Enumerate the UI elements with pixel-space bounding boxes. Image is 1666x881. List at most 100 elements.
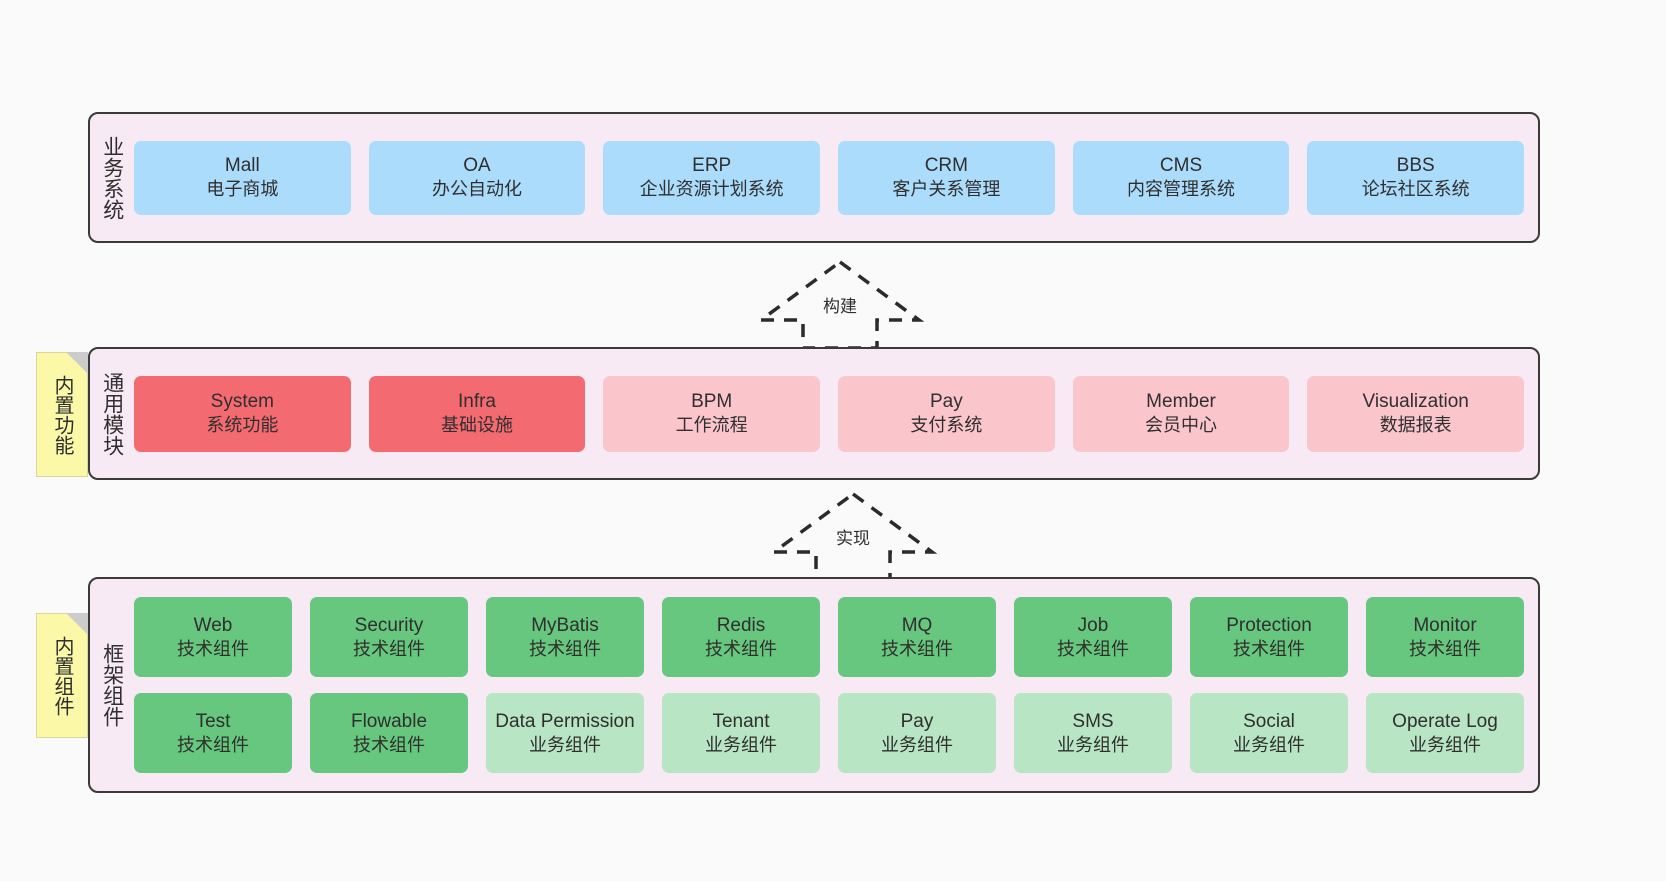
cell-row: Test 技术组件 Flowable 技术组件 Data Permission … <box>134 693 1524 773</box>
note-builtin-components: 内置组件 <box>36 613 88 738</box>
component-card-mybatis[interactable]: MyBatis 技术组件 <box>486 597 644 677</box>
component-card-sms[interactable]: SMS 业务组件 <box>1014 693 1172 773</box>
component-card-flowable[interactable]: Flowable 技术组件 <box>310 693 468 773</box>
layer-title-common: 通用模块 <box>100 371 124 456</box>
component-name: Redis <box>716 614 766 636</box>
component-name: Job <box>1077 614 1109 636</box>
module-desc: 系统功能 <box>206 415 279 436</box>
module-name: CMS <box>1159 155 1203 177</box>
component-card-pay[interactable]: Pay 业务组件 <box>838 693 996 773</box>
component-name: MQ <box>901 614 933 636</box>
cell-row: System 系统功能 Infra 基础设施 BPM 工作流程 Pay 支付系统… <box>134 375 1525 452</box>
module-desc: 数据报表 <box>1379 415 1452 436</box>
module-card-system[interactable]: System 系统功能 <box>134 375 351 452</box>
component-card-redis[interactable]: Redis 技术组件 <box>662 597 820 677</box>
cell-row: Mall 电子商城 OA 办公自动化 ERP 企业资源计划系统 CRM 客户关系… <box>134 140 1525 215</box>
component-name: Operate Log <box>1392 710 1498 732</box>
component-desc: 业务组件 <box>1057 734 1129 755</box>
component-name: MyBatis <box>531 614 599 636</box>
component-name: SMS <box>1072 710 1114 732</box>
module-desc: 电子商城 <box>206 179 279 200</box>
component-desc: 技术组件 <box>1057 638 1129 659</box>
note-label: 内置功能 <box>51 374 73 455</box>
component-card-operate-log[interactable]: Operate Log 业务组件 <box>1366 693 1524 773</box>
component-desc: 技术组件 <box>529 638 601 659</box>
component-card-data-permission[interactable]: Data Permission 业务组件 <box>486 693 644 773</box>
module-desc: 企业资源计划系统 <box>639 179 784 200</box>
module-card-member[interactable]: Member 会员中心 <box>1072 375 1290 452</box>
module-desc: 工作流程 <box>675 415 748 436</box>
component-card-protection[interactable]: Protection 技术组件 <box>1190 597 1348 677</box>
component-desc: 技术组件 <box>177 734 249 755</box>
module-name: OA <box>463 155 491 177</box>
module-name: Mall <box>224 155 260 177</box>
module-desc: 基础设施 <box>441 415 513 436</box>
module-card-cms[interactable]: CMS 内容管理系统 <box>1072 140 1290 215</box>
cell-row: Web 技术组件 Security 技术组件 MyBatis 技术组件 Redi… <box>134 597 1524 677</box>
component-name: Security <box>354 614 424 636</box>
module-name: Pay <box>929 391 963 413</box>
component-card-security[interactable]: Security 技术组件 <box>310 597 468 677</box>
module-desc: 内容管理系统 <box>1127 179 1236 200</box>
component-card-test[interactable]: Test 技术组件 <box>134 693 292 773</box>
arrow-build: 构建 <box>755 258 925 350</box>
component-name: Protection <box>1226 614 1312 636</box>
module-card-erp[interactable]: ERP 企业资源计划系统 <box>603 140 821 215</box>
component-desc: 业务组件 <box>529 734 601 755</box>
layer-title-business: 业务系统 <box>100 135 124 220</box>
module-name: Infra <box>457 391 497 413</box>
module-name: CRM <box>924 155 968 177</box>
module-desc: 论坛社区系统 <box>1361 179 1470 200</box>
layer-framework-cells: Web 技术组件 Security 技术组件 MyBatis 技术组件 Redi… <box>134 579 1538 791</box>
layer-business-systems: 业务系统 Mall 电子商城 OA 办公自动化 ERP 企业资源计划系统 CRM… <box>88 112 1540 243</box>
component-desc: 业务组件 <box>881 734 953 755</box>
module-name: BPM <box>691 391 733 413</box>
component-name: Social <box>1243 710 1295 732</box>
component-name: Test <box>195 710 231 732</box>
module-name: Visualization <box>1362 391 1469 413</box>
component-desc: 技术组件 <box>1233 638 1305 659</box>
component-name: Tenant <box>712 710 770 732</box>
module-desc: 客户关系管理 <box>892 179 1001 200</box>
module-card-mall[interactable]: Mall 电子商城 <box>134 140 351 215</box>
note-builtin-features: 内置功能 <box>36 352 88 477</box>
note-label: 内置组件 <box>51 635 73 716</box>
module-name: ERP <box>692 155 732 177</box>
arrow-build-label: 构建 <box>823 297 857 316</box>
arrow-implement-label: 实现 <box>836 529 870 548</box>
module-card-infra[interactable]: Infra 基础设施 <box>368 375 586 452</box>
module-desc: 会员中心 <box>1145 415 1218 436</box>
component-name: Data Permission <box>495 710 635 732</box>
component-name: Flowable <box>350 710 428 732</box>
component-card-mq[interactable]: MQ 技术组件 <box>838 597 996 677</box>
component-name: Pay <box>900 710 934 732</box>
component-desc: 技术组件 <box>705 638 777 659</box>
module-name: Member <box>1146 391 1216 413</box>
arrow-implement: 实现 <box>768 490 938 582</box>
module-card-crm[interactable]: CRM 客户关系管理 <box>838 140 1055 215</box>
component-card-web[interactable]: Web 技术组件 <box>134 597 292 677</box>
component-desc: 技术组件 <box>353 638 425 659</box>
component-card-monitor[interactable]: Monitor 技术组件 <box>1366 597 1524 677</box>
component-desc: 业务组件 <box>705 734 777 755</box>
module-name: System <box>210 391 275 413</box>
component-card-tenant[interactable]: Tenant 业务组件 <box>662 693 820 773</box>
module-card-bbs[interactable]: BBS 论坛社区系统 <box>1307 140 1525 215</box>
component-card-social[interactable]: Social 业务组件 <box>1190 693 1348 773</box>
module-desc: 支付系统 <box>910 415 983 436</box>
component-desc: 技术组件 <box>353 734 425 755</box>
component-card-job[interactable]: Job 技术组件 <box>1014 597 1172 677</box>
module-card-pay[interactable]: Pay 支付系统 <box>838 375 1055 452</box>
component-desc: 技术组件 <box>177 638 249 659</box>
component-desc: 技术组件 <box>881 638 953 659</box>
component-desc: 技术组件 <box>1409 638 1481 659</box>
module-card-bpm[interactable]: BPM 工作流程 <box>603 375 821 452</box>
module-card-visualization[interactable]: Visualization 数据报表 <box>1307 375 1525 452</box>
module-desc: 办公自动化 <box>432 179 522 200</box>
component-desc: 业务组件 <box>1409 734 1481 755</box>
module-name: BBS <box>1396 155 1435 177</box>
layer-common-modules: 通用模块 System 系统功能 Infra 基础设施 BPM 工作流程 Pay… <box>88 347 1540 480</box>
module-card-oa[interactable]: OA 办公自动化 <box>368 140 586 215</box>
component-name: Monitor <box>1413 614 1477 636</box>
layer-title-framework: 框架组件 <box>100 643 124 727</box>
